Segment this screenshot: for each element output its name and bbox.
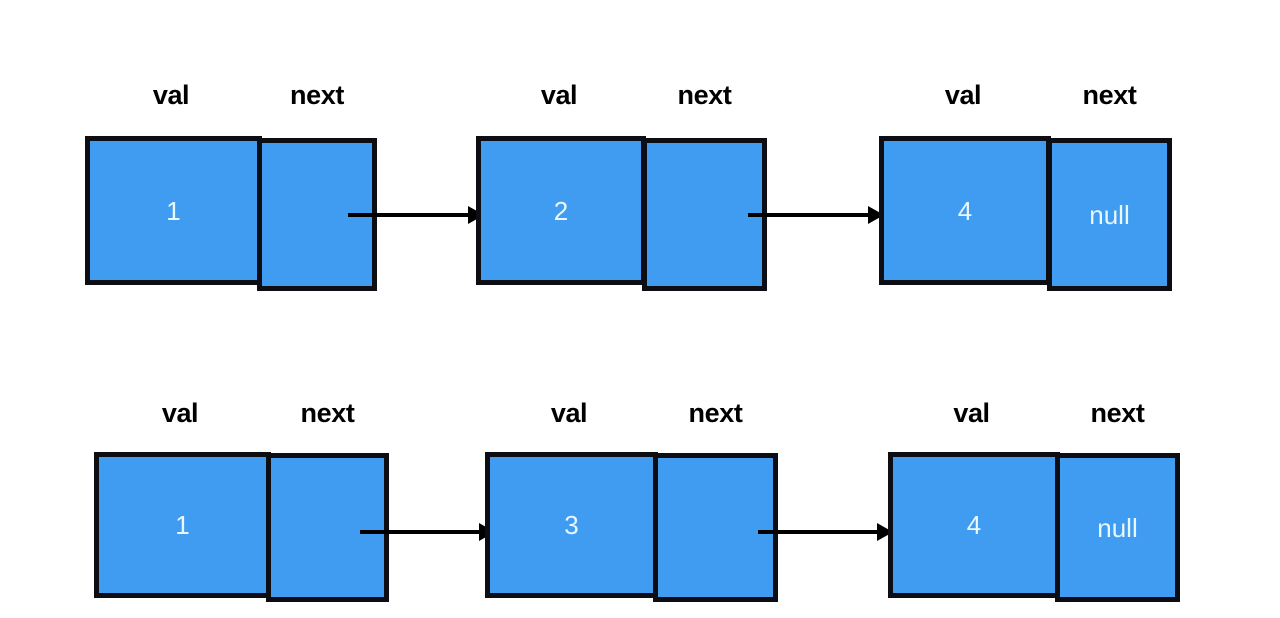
node-cells: 1: [94, 452, 389, 604]
node-val-text: 2: [553, 195, 569, 226]
node-val-text: 1: [166, 195, 181, 226]
node-next-cell[interactable]: null: [1055, 453, 1180, 602]
node-val-text: 1: [175, 510, 190, 540]
next-pointer-arrow: [360, 523, 495, 541]
node-cell-labels: val next: [476, 78, 767, 118]
next-pointer-arrow: [758, 523, 893, 541]
next-column-label: next: [1082, 80, 1137, 110]
list-node[interactable]: val next 3: [485, 396, 778, 606]
node-cell-labels: val next: [85, 78, 377, 118]
node-cell-labels: val next: [888, 396, 1180, 436]
val-column-label: val: [944, 80, 982, 110]
node-next-cell[interactable]: [653, 453, 778, 602]
node-next-cell[interactable]: null: [1047, 138, 1172, 291]
node-next-cell[interactable]: [642, 138, 767, 291]
next-pointer-arrow: [748, 206, 884, 224]
list-node[interactable]: val next 4 null: [879, 78, 1172, 294]
node-cells: 1: [85, 136, 377, 294]
node-val-cell[interactable]: 4: [888, 452, 1060, 598]
val-column-label: val: [953, 398, 990, 428]
val-column-label: val: [550, 398, 588, 428]
node-val-cell[interactable]: 3: [485, 452, 658, 598]
node-val-cell[interactable]: 1: [85, 136, 262, 285]
node-val-text: 4: [957, 195, 973, 226]
node-cells: 2: [476, 136, 767, 294]
node-cells: 3: [485, 452, 778, 604]
next-column-label: next: [677, 80, 732, 110]
list-node[interactable]: val next 4 null: [888, 396, 1180, 606]
node-cell-labels: val next: [94, 396, 389, 436]
node-val-text: 4: [966, 510, 982, 540]
next-column-label: next: [290, 80, 344, 110]
val-column-label: val: [540, 80, 578, 110]
node-cell-labels: val next: [879, 78, 1172, 118]
node-cells: 4 null: [879, 136, 1172, 294]
node-val-cell[interactable]: 2: [476, 136, 646, 285]
node-val-text: 3: [564, 510, 579, 540]
node-cells: 4 null: [888, 452, 1180, 604]
val-column-label: val: [152, 80, 190, 110]
node-next-cell[interactable]: [266, 453, 389, 602]
next-column-label: next: [300, 398, 355, 428]
next-column-label: next: [688, 398, 743, 428]
node-next-text: null: [1097, 512, 1138, 543]
node-cell-labels: val next: [485, 396, 778, 436]
list-node[interactable]: val next 1: [85, 78, 377, 294]
next-column-label: next: [1090, 398, 1145, 428]
list-node[interactable]: val next 2: [476, 78, 767, 294]
val-column-label: val: [161, 398, 199, 428]
next-pointer-arrow: [348, 206, 484, 224]
node-val-cell[interactable]: 1: [94, 452, 271, 598]
list-node[interactable]: val next 1: [94, 396, 389, 606]
node-next-text: null: [1089, 199, 1130, 230]
node-val-cell[interactable]: 4: [879, 136, 1051, 285]
